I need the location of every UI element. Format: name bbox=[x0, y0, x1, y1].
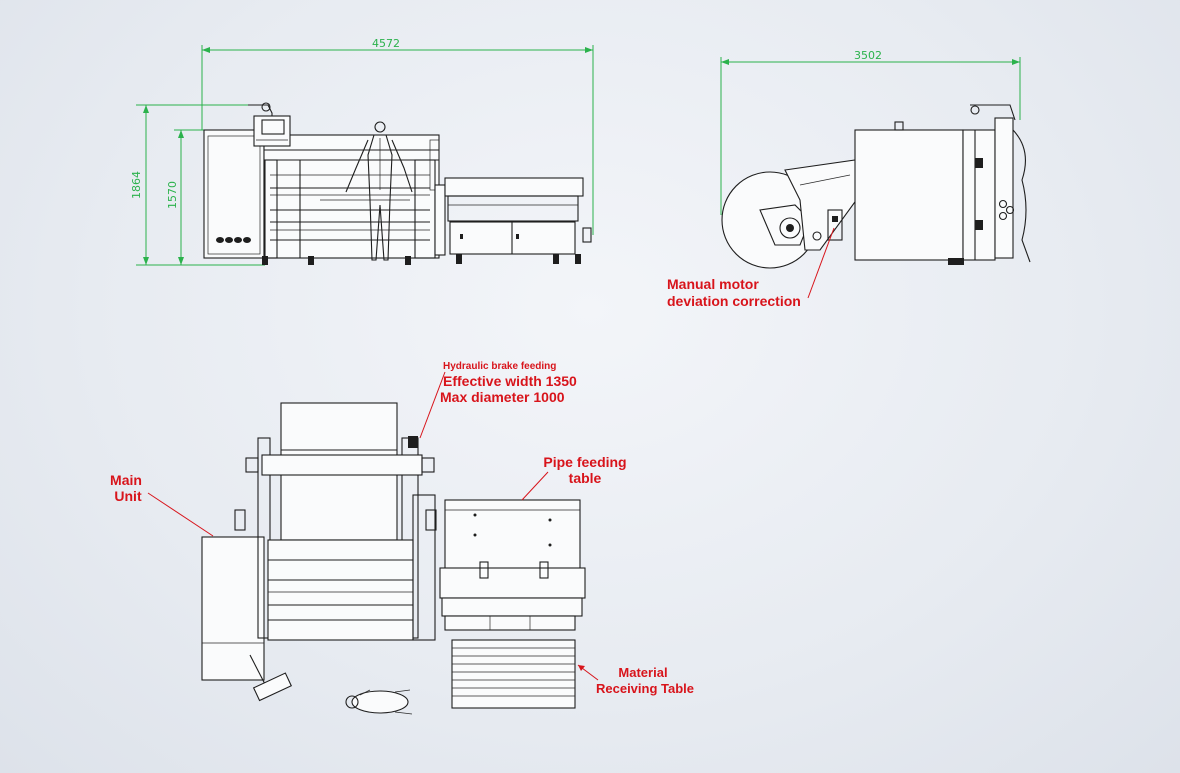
callout-material-receiving-line1: Material bbox=[618, 665, 667, 680]
side-operator bbox=[970, 104, 1031, 263]
callout-material-receiving: Material Receiving Table bbox=[577, 664, 694, 696]
top-frame bbox=[234, 436, 437, 641]
front-view: 4572 1864 1570 bbox=[130, 37, 594, 266]
callout-hydraulic-brake: Hydraulic brake feeding bbox=[443, 361, 556, 372]
top-control-panel bbox=[249, 654, 293, 702]
callout-manual-motor: Manual motor deviation correction bbox=[667, 227, 835, 309]
callout-pipe-feeding: Pipe feeding table bbox=[521, 454, 627, 501]
callout-pipe-feeding-line2: table bbox=[569, 470, 602, 486]
front-feeding-table bbox=[434, 177, 592, 264]
callout-main-unit: Main Unit bbox=[110, 472, 214, 537]
top-pipe-feeding-table bbox=[439, 499, 586, 631]
dimension-front-width: 4572 bbox=[201, 37, 594, 235]
top-view: Hydraulic brake feeding Effective width … bbox=[110, 361, 694, 715]
front-main-unit bbox=[203, 129, 440, 265]
dimension-label-height-inner: 1570 bbox=[166, 181, 179, 209]
callout-material-receiving-line2: Receiving Table bbox=[596, 681, 694, 696]
human-figure bbox=[345, 121, 413, 261]
callout-effective-width: Effective width 1350 bbox=[443, 373, 577, 389]
top-main-unit bbox=[201, 536, 265, 681]
callout-max-diameter: Max diameter 1000 bbox=[440, 389, 565, 405]
top-operator bbox=[345, 689, 413, 715]
dimension-label-height-overall: 1864 bbox=[130, 171, 143, 199]
dimension-height-inner: 1570 bbox=[166, 129, 206, 265]
dimension-label-side-width: 3502 bbox=[854, 49, 882, 62]
callout-hydraulic: Hydraulic brake feeding Effective width … bbox=[419, 361, 577, 439]
side-view: 3502 bbox=[667, 49, 1031, 309]
top-material-receiving-table bbox=[451, 639, 576, 709]
dimension-side-width: 3502 bbox=[720, 49, 1021, 215]
vent-slots bbox=[216, 237, 251, 243]
side-main-unit bbox=[854, 121, 996, 265]
callout-pipe-feeding-line1: Pipe feeding bbox=[543, 454, 626, 470]
dimension-label-front-width: 4572 bbox=[372, 37, 400, 50]
callout-main-unit-line1: Main bbox=[110, 472, 142, 488]
dimension-height-overall: 1864 bbox=[130, 104, 265, 266]
callout-main-unit-line2: Unit bbox=[114, 488, 142, 504]
callout-manual-motor-line1: Manual motor bbox=[667, 276, 759, 292]
callout-manual-motor-line2: deviation correction bbox=[667, 293, 801, 309]
control-panel bbox=[248, 102, 291, 147]
